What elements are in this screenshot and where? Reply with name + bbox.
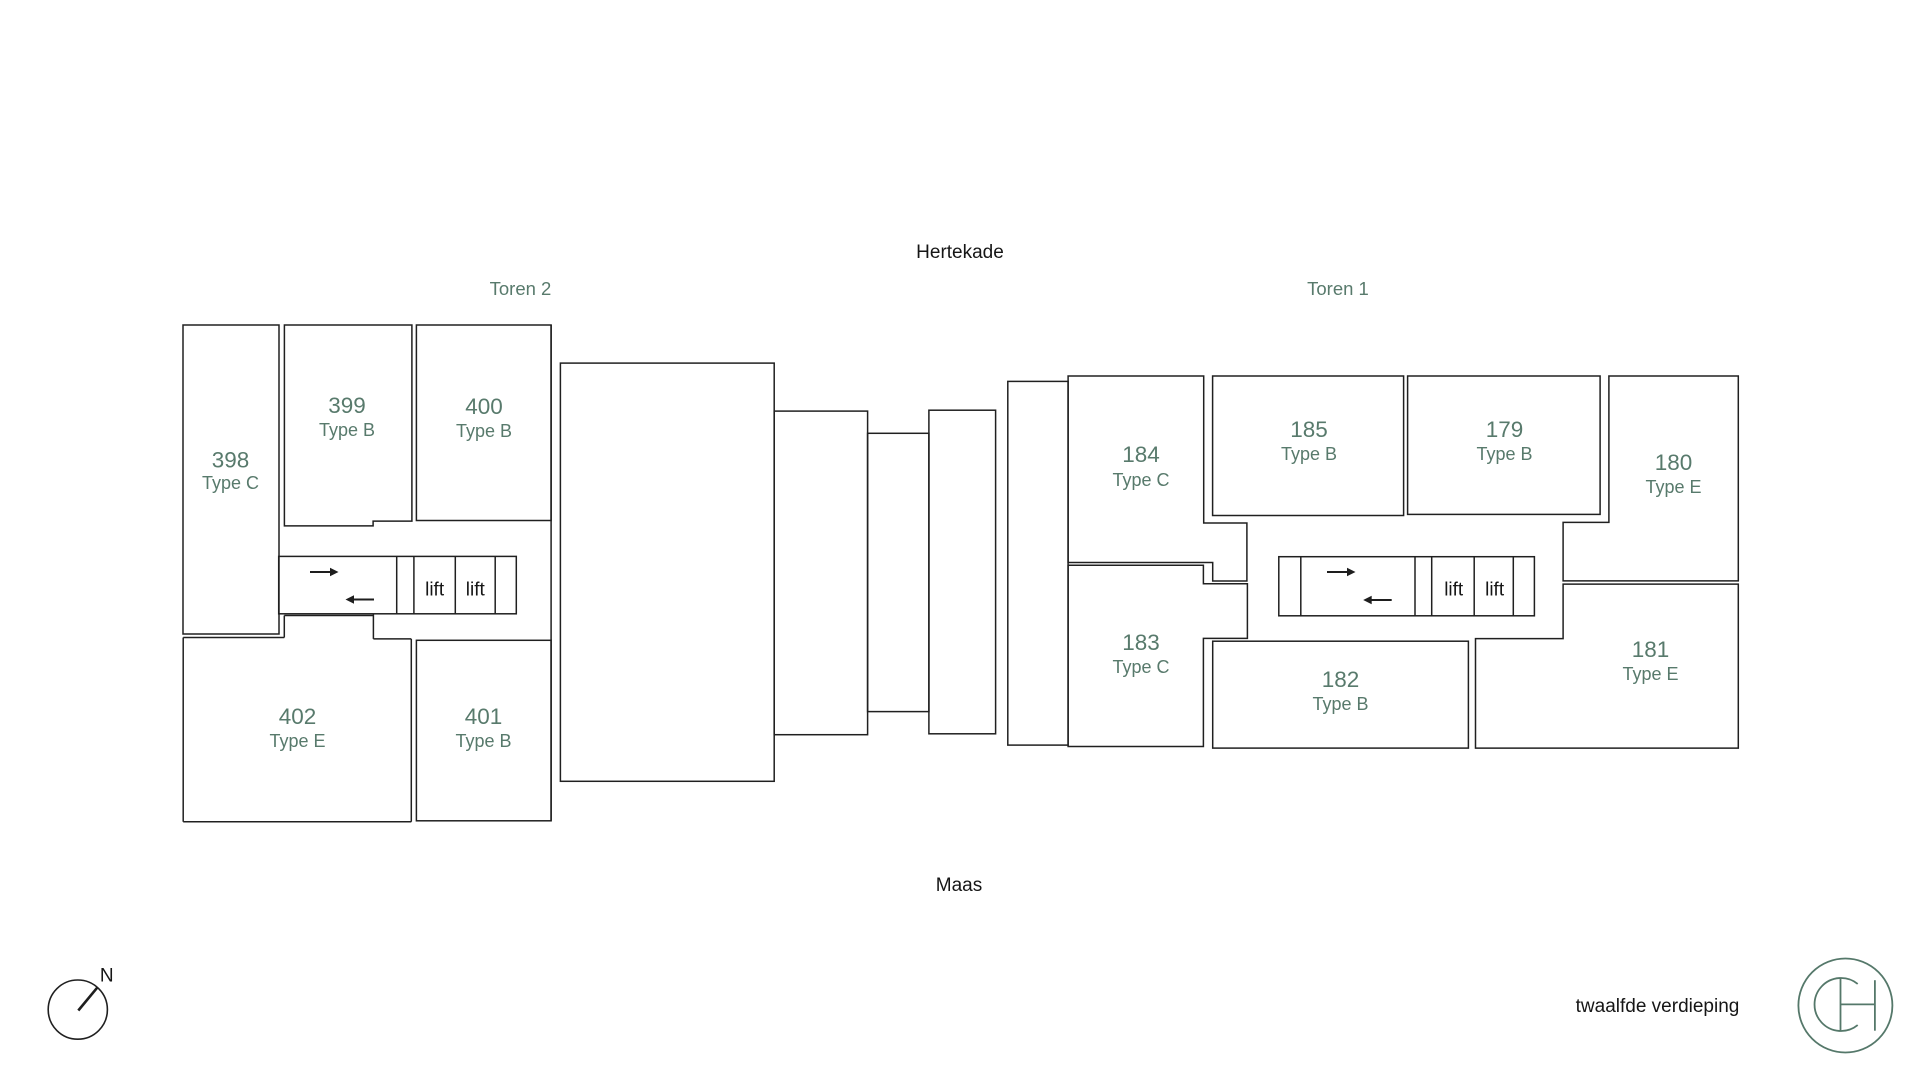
svg-text:182: 182: [1322, 667, 1360, 692]
svg-text:lift: lift: [1485, 580, 1505, 601]
svg-text:402: 402: [279, 704, 317, 729]
svg-text:185: 185: [1290, 417, 1328, 442]
svg-text:Type E: Type E: [1622, 664, 1678, 684]
svg-text:180: 180: [1655, 450, 1693, 475]
svg-text:Type B: Type B: [1312, 694, 1368, 714]
svg-text:Type C: Type C: [1112, 657, 1169, 677]
svg-text:179: 179: [1486, 417, 1524, 442]
svg-text:399: 399: [328, 393, 366, 418]
svg-text:Type E: Type E: [1645, 477, 1701, 497]
svg-text:Toren 2: Toren 2: [490, 278, 552, 299]
svg-text:twaalfde verdieping: twaalfde verdieping: [1576, 996, 1740, 1017]
svg-text:Type B: Type B: [455, 731, 511, 751]
svg-text:Type B: Type B: [319, 420, 375, 440]
svg-text:lift: lift: [425, 580, 445, 601]
svg-text:183: 183: [1122, 630, 1160, 655]
svg-text:Hertekade: Hertekade: [916, 242, 1004, 263]
svg-text:Type C: Type C: [202, 473, 259, 493]
svg-text:Type B: Type B: [1476, 444, 1532, 464]
svg-text:Maas: Maas: [936, 875, 982, 896]
svg-text:N: N: [100, 966, 114, 987]
svg-text:398: 398: [212, 448, 250, 473]
svg-text:Toren 1: Toren 1: [1307, 278, 1369, 299]
svg-text:lift: lift: [1444, 580, 1464, 601]
svg-text:401: 401: [465, 704, 503, 729]
svg-text:181: 181: [1632, 637, 1670, 662]
svg-text:Type B: Type B: [456, 421, 512, 441]
svg-text:184: 184: [1122, 442, 1160, 467]
svg-text:400: 400: [465, 394, 503, 419]
svg-text:Type B: Type B: [1281, 444, 1337, 464]
svg-text:Type C: Type C: [1112, 470, 1169, 490]
svg-text:Type E: Type E: [269, 731, 325, 751]
svg-text:lift: lift: [466, 580, 486, 601]
